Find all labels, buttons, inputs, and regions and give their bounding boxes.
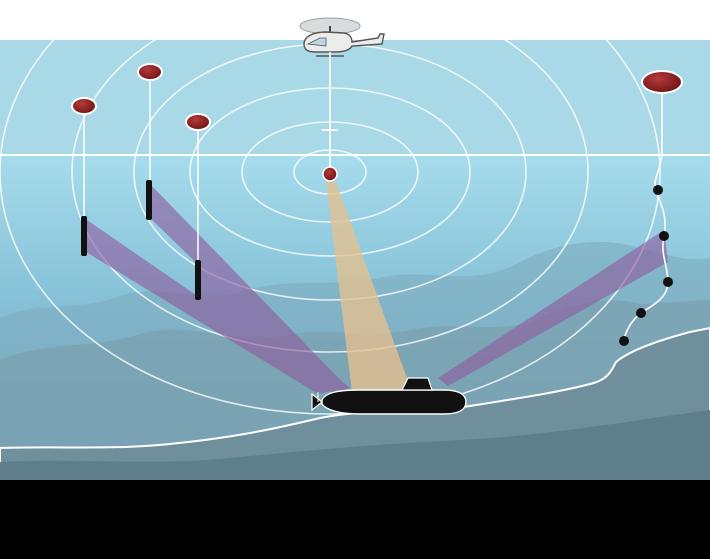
sonobuoy-2 — [137, 63, 163, 220]
submarine-tail — [311, 392, 323, 412]
hydrophone-icon — [146, 180, 152, 220]
sky-band — [0, 40, 710, 155]
beam-buoy-2 — [150, 184, 346, 392]
buoy-icon — [137, 63, 163, 81]
passive-beams — [84, 184, 668, 394]
beam-buoy-3 — [200, 262, 350, 394]
buoy-icon — [641, 70, 683, 94]
beam-buoy-1 — [84, 218, 334, 394]
hydrophone-icon — [81, 216, 87, 256]
submarine-hull — [321, 389, 467, 415]
sonar-ring-6 — [0, 0, 660, 414]
beam-towed-array — [438, 230, 668, 386]
buoy-icon — [71, 97, 97, 115]
sonobuoy-1 — [71, 97, 97, 256]
hydrophone-icon — [195, 260, 201, 300]
towed-array-buoy — [619, 70, 683, 346]
sonar-rings — [0, 0, 660, 414]
buoy-icon — [185, 113, 211, 131]
sonar-transducer-icon — [322, 166, 338, 182]
sonobuoy-3 — [185, 113, 211, 300]
helicopter-body — [303, 31, 385, 53]
array-nodes — [619, 185, 673, 346]
submarine-icon — [311, 377, 467, 415]
submarine-sail — [401, 377, 433, 391]
sonar-ring-5 — [71, 0, 589, 353]
bottom-bar — [0, 480, 710, 559]
active-sonar-beam — [326, 182, 412, 392]
seabed-shadow — [0, 410, 710, 480]
